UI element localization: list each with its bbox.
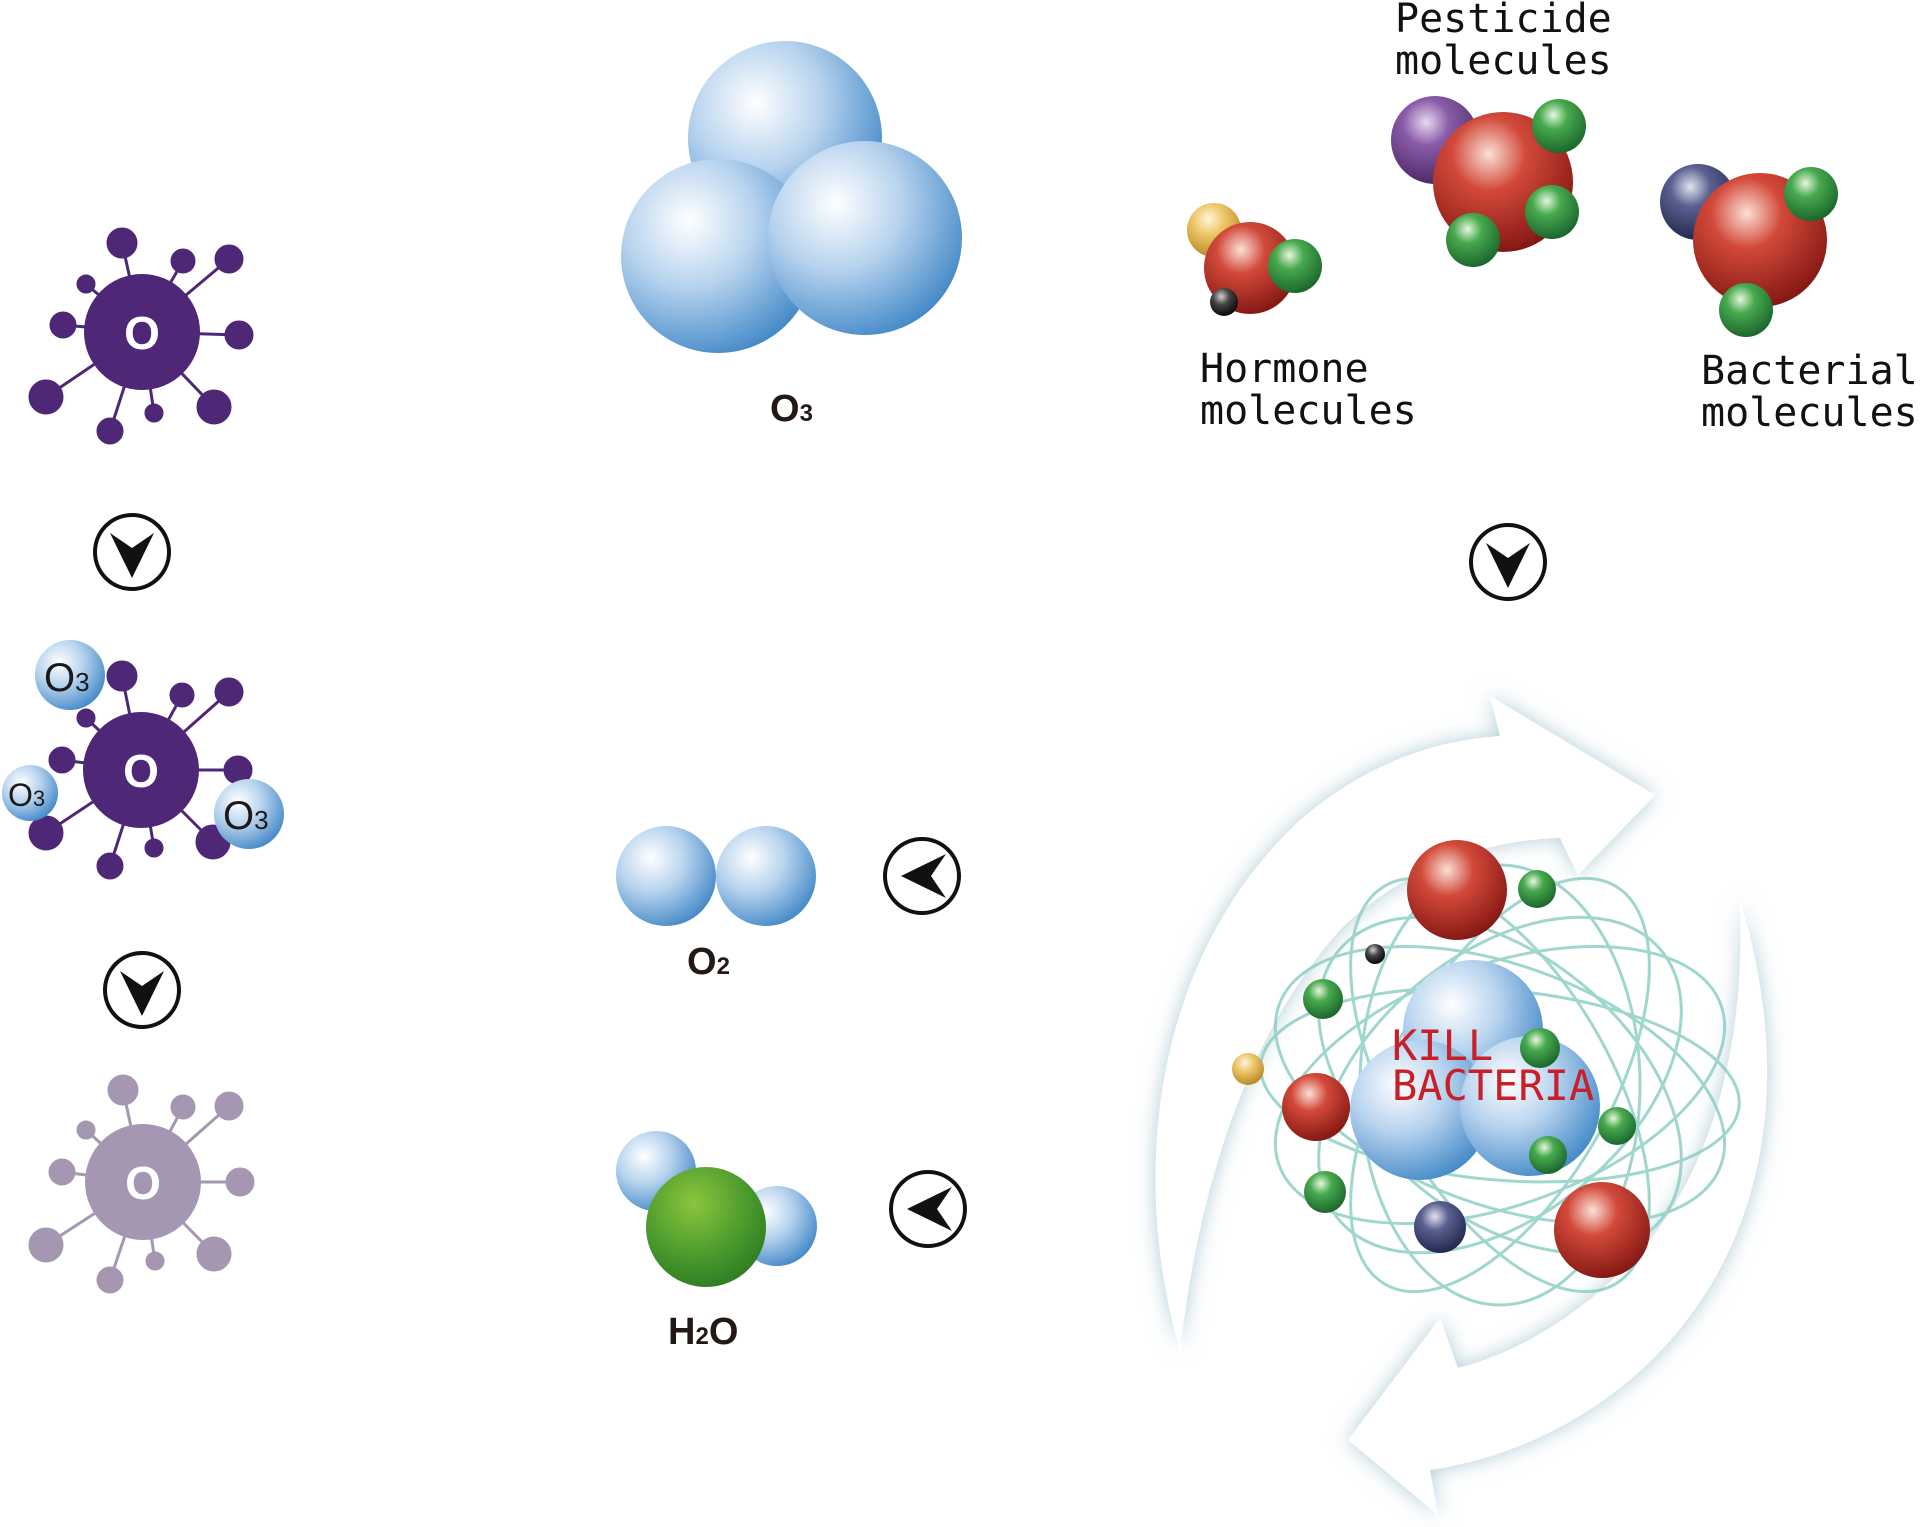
virus-atom-label: O [123, 745, 159, 797]
central-ozone-molecule [1350, 960, 1600, 1180]
virus-atom-label: O [125, 1157, 161, 1209]
bacterial-molecule [1660, 164, 1838, 337]
oxygen-molecule [616, 826, 816, 926]
o2-formula-label: O2 [687, 941, 730, 983]
circle-chevron-left-icon [883, 837, 961, 915]
kill-bacteria-label: KILL BACTERIA [1392, 1021, 1594, 1110]
ozone-molecule [621, 41, 962, 353]
ozone-bubble: O3 [35, 640, 105, 710]
circular-arrows-icon [1155, 696, 1768, 1515]
svg-text:O3: O3 [8, 777, 45, 813]
virus-atom-label: O [124, 307, 160, 359]
virus-intact: O [28, 227, 254, 445]
h2o-formula-label: H2O [668, 1311, 738, 1353]
ozone-bubble: O3 [214, 779, 284, 849]
scattered-particles [1232, 840, 1650, 1278]
water-molecule [616, 1131, 817, 1287]
ozone-bubble: O3 [2, 765, 58, 821]
pesticide-molecule [1391, 96, 1586, 267]
bacterial-label: Bacterial molecules [1701, 348, 1924, 436]
svg-text:O3: O3 [223, 794, 269, 838]
circle-chevron-down-icon [103, 951, 181, 1029]
circle-chevron-down-icon [1469, 523, 1547, 601]
hormone-label: Hormone molecules [1200, 346, 1417, 434]
hormone-molecule [1187, 203, 1322, 316]
pesticide-label: Pesticide molecules [1395, 0, 1636, 84]
o3-formula-label: O3 [770, 388, 813, 430]
svg-text:O3: O3 [44, 656, 90, 700]
virus-ozone-attack: O O3 O3 O3 [2, 640, 284, 880]
circle-chevron-left-icon [889, 1170, 967, 1248]
virus-destroyed: O [28, 1074, 255, 1294]
circle-chevron-down-icon [93, 513, 171, 591]
